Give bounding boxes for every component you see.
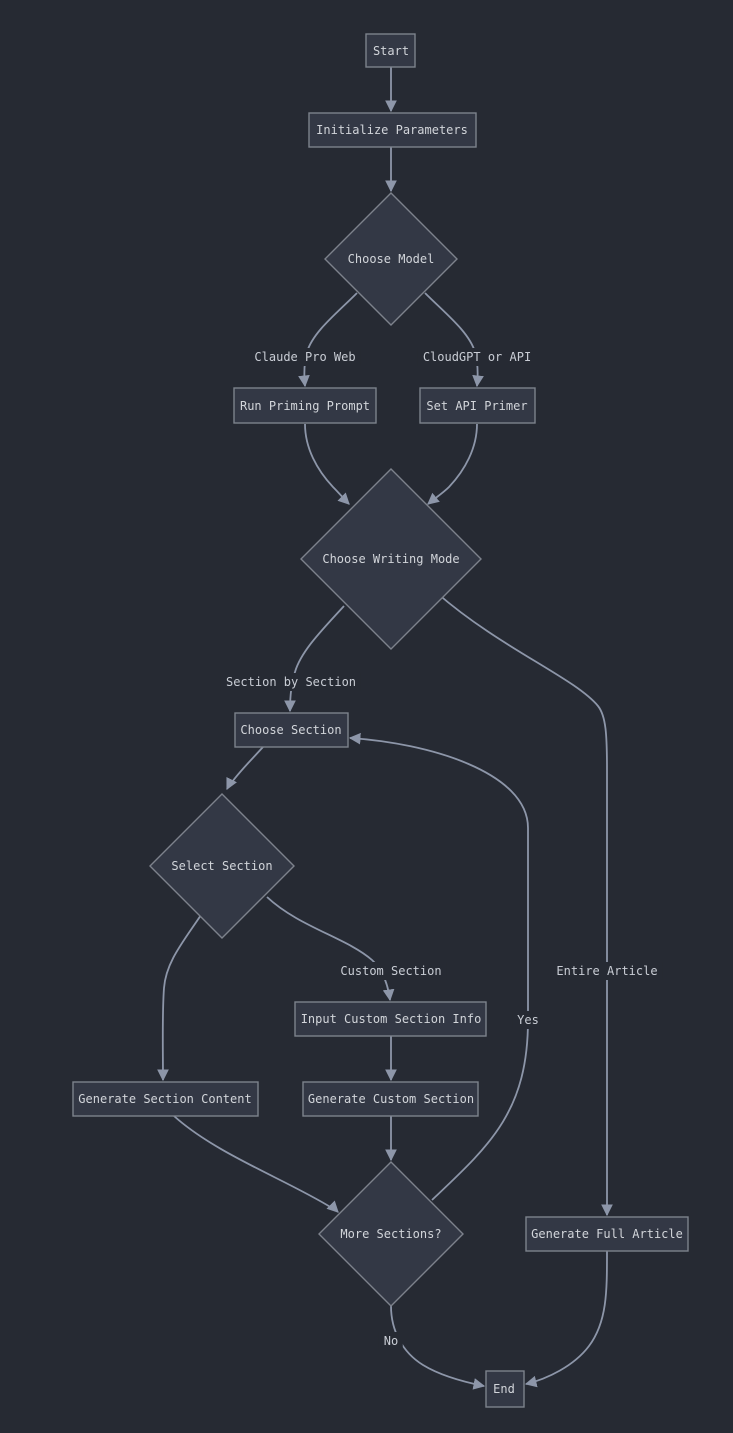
node-start-label: Start: [372, 44, 410, 58]
edge-set-api-primer-choose-writing-mode: [427, 423, 478, 505]
node-run-priming-prompt: [233, 387, 377, 424]
edge-label-section-by-section: Section by Section: [220, 673, 362, 691]
edge-label-custom-section: Custom Section: [335, 962, 447, 980]
edge-label-entire-article: Entire Article: [551, 962, 663, 980]
node-start: [365, 33, 416, 68]
node-run-priming-prompt-label: Run Priming Prompt: [239, 399, 371, 413]
edge-label-no: No: [378, 1332, 404, 1350]
node-initialize-parameters-label: Initialize Parameters: [316, 123, 468, 137]
edge-select-section-generate-section-content: [157, 914, 202, 1082]
edge-choose-section-select-section: [226, 746, 264, 791]
edge-choose-writing-mode-generate-full-article: [436, 592, 613, 1217]
node-generate-section-content: [72, 1081, 259, 1117]
node-choose-section: [234, 712, 349, 748]
node-set-api-primer: [419, 387, 536, 424]
node-input-custom-section-info-label: Input Custom Section Info: [300, 1012, 482, 1026]
node-generate-full-article-label: Generate Full Article: [531, 1227, 683, 1241]
edge-generate-section-content-more-sections: [173, 1115, 339, 1213]
node-generate-custom-section: [302, 1081, 479, 1117]
edge-label-cloudgpt-or-api: CloudGPT or API: [417, 348, 537, 366]
node-generate-custom-section-label: Generate Custom Section: [307, 1092, 475, 1106]
edge-label-claude-pro-web: Claude Pro Web: [249, 348, 361, 366]
node-end-label: End: [493, 1382, 515, 1396]
edge-more-sections-end-no: [390, 1305, 486, 1390]
node-end: [485, 1370, 525, 1408]
edge-choose-writing-mode-choose-section: [284, 605, 345, 713]
node-choose-writing-mode: [300, 468, 482, 650]
edge-generate-full-article-end: [524, 1250, 608, 1388]
node-generate-section-content-label: Generate Section Content: [78, 1092, 252, 1106]
edge-more-sections-choose-section-yes: [348, 732, 529, 1201]
node-choose-section-label: Choose Section: [240, 723, 342, 737]
node-generate-full-article: [525, 1216, 689, 1252]
node-set-api-primer-label: Set API Primer: [426, 399, 528, 413]
node-select-section-label: Select Section: [171, 859, 273, 873]
node-more-sections: [318, 1161, 464, 1307]
node-choose-model: [324, 192, 458, 326]
edge-choose-model-run-priming-prompt: [298, 292, 358, 388]
edge-select-section-input-custom-section-info: [266, 896, 395, 1002]
edge-choose-model-set-api-primer: [424, 292, 484, 388]
node-initialize-parameters: [308, 112, 477, 148]
edge-run-priming-prompt-choose-writing-mode: [304, 423, 350, 505]
edge-label-yes: Yes: [512, 1011, 544, 1029]
node-select-section: [149, 793, 295, 939]
node-choose-writing-mode-label: Choose Writing Mode: [322, 552, 460, 566]
node-more-sections-label: More Sections?: [340, 1227, 442, 1241]
node-choose-model-label: Choose Model: [347, 252, 435, 266]
node-input-custom-section-info: [294, 1001, 487, 1037]
